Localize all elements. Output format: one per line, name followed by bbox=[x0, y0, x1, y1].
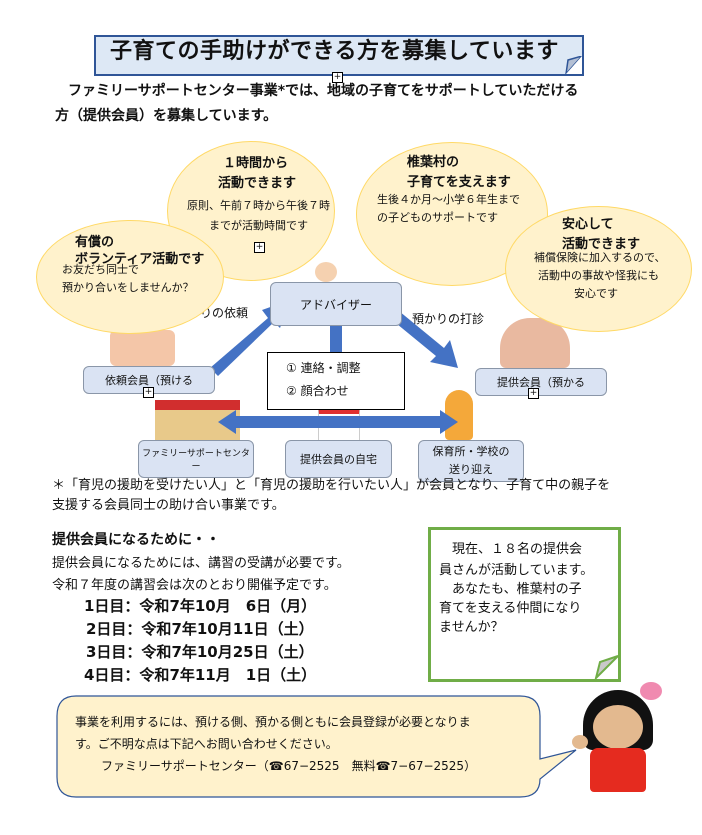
bubble-head-2: 活動できます bbox=[562, 237, 641, 252]
bubble-head-1: １時間から bbox=[223, 156, 289, 171]
center-label: ファミリーサポートセンター bbox=[142, 449, 250, 472]
requirements-heading: 提供会員になるために・・ bbox=[52, 532, 220, 548]
page-title: 子育ての手助けができる方を募集しています bbox=[110, 39, 559, 64]
bubble-body-2: 活動中の事故や怪我にも bbox=[538, 269, 659, 282]
contact-line-1: 事業を利用するには、預ける側、預かる側ともに会員登録が必要となりま bbox=[75, 715, 471, 729]
requirements-line-2: 令和７年度の講習会は次のとおり開催予定です。 bbox=[52, 578, 337, 593]
school-label-2: 送り迎え bbox=[449, 463, 493, 476]
escort-illustration bbox=[445, 390, 473, 440]
elderly-couple-illustration bbox=[500, 318, 570, 368]
session-date-4: 4日目：令和7年11月 1日（土） bbox=[84, 666, 317, 684]
mascot-kimono bbox=[590, 748, 646, 792]
recruit-note: 現在、１８名の提供会 員さんが活動しています。 あなたも、椎葉村の子 育てを支え… bbox=[428, 527, 621, 682]
bubble-body-1: 原則、午前７時から午後７時 bbox=[187, 199, 330, 212]
steps-box: ① 連絡・調整 ② 顔合わせ bbox=[267, 352, 405, 410]
footnote-line-2: 支援する会員同士の助け合い事業です。 bbox=[52, 498, 285, 513]
bubble-body-1: 補償保険に加入するので、 bbox=[534, 251, 666, 264]
anchor-icon: + bbox=[254, 242, 265, 253]
adviser-label: アドバイザー bbox=[299, 297, 372, 312]
session-date-1: 1日目：令和7年10月 6日（月） bbox=[84, 597, 317, 615]
request-label: りの依頼 bbox=[200, 306, 249, 320]
school-label-1: 保育所・学校の bbox=[432, 445, 510, 458]
contact-line-2: す。ご不明な点は下記へお問い合わせください。 bbox=[75, 737, 338, 751]
double-arrow-horizontal bbox=[218, 410, 458, 434]
home-box: 提供会員の自宅 bbox=[285, 440, 392, 478]
anchor-icon: + bbox=[143, 387, 154, 398]
note-line-3: あなたも、椎葉村の子 bbox=[439, 582, 582, 597]
offer-label: 預かりの打診 bbox=[412, 312, 485, 326]
adviser-illustration bbox=[315, 262, 337, 282]
bubble-body-1: お友だち同士で bbox=[62, 263, 139, 276]
school-box: 保育所・学校の送り迎え bbox=[418, 440, 524, 482]
contact-callout-shape bbox=[56, 695, 577, 798]
bubble-safe: 安心して 活動できます 補償保険に加入するので、 活動中の事故や怪我にも 安心で… bbox=[505, 206, 692, 332]
anchor-icon: + bbox=[332, 72, 343, 83]
bubble-body-2: の子どものサポートです bbox=[377, 211, 498, 224]
contact-phone: ファミリーサポートセンター（☎67−2525 無料☎7−67−2525） bbox=[101, 759, 477, 773]
bubble-body-2: 預かり合いをしませんか？ bbox=[62, 281, 194, 294]
folded-corner-icon bbox=[565, 56, 582, 74]
mascot-flower-icon bbox=[640, 682, 662, 700]
mascot-face bbox=[593, 705, 643, 749]
bubble-head-2: 子育てを支えます bbox=[407, 175, 511, 190]
bubble-head-2: 活動できます bbox=[218, 176, 297, 191]
bubble-head-1: 有償の bbox=[75, 235, 115, 250]
home-label: 提供会員の自宅 bbox=[300, 453, 377, 466]
intro-line-2: 方（提供会員）を募集しています。 bbox=[55, 108, 278, 124]
bubble-volunteer: 有償の ボランティア活動です お友だち同士で 預かり合いをしませんか？ bbox=[36, 220, 224, 334]
note-line-4: 育てを支える仲間になり bbox=[439, 601, 582, 616]
adviser-box: アドバイザー bbox=[270, 282, 402, 326]
bubble-head-1: 安心して bbox=[562, 217, 614, 232]
note-line-2: 員さんが活動しています。 bbox=[439, 563, 594, 578]
center-box: ファミリーサポートセンター bbox=[138, 440, 254, 478]
parent-child-illustration bbox=[110, 330, 175, 366]
note-line-1: 現在、１８名の提供会 bbox=[439, 542, 583, 557]
anchor-icon: + bbox=[528, 388, 539, 399]
mascot-hand bbox=[572, 735, 588, 749]
bubble-body-3: 安心です bbox=[574, 287, 618, 300]
bubble-head-1: 椎葉村の bbox=[407, 155, 460, 170]
bubble-body-1: 生後４か月〜小学６年生まで bbox=[377, 193, 520, 206]
bubble-body-2: までが活動時間です bbox=[209, 219, 308, 232]
provider-label: 提供会員（預かる bbox=[497, 376, 585, 389]
intro-line-1: ファミリーサポートセンター事業*では、地域の子育てをサポートしていただける bbox=[68, 83, 579, 99]
step-1: ① 連絡・調整 bbox=[286, 361, 361, 375]
session-date-3: 3日目：令和7年10月25日（土） bbox=[86, 643, 314, 661]
folded-corner-icon bbox=[594, 655, 619, 680]
step-2: ② 顔合わせ bbox=[286, 384, 349, 398]
requester-label: 依頼会員（預ける bbox=[105, 374, 193, 387]
arrow-down-center bbox=[330, 325, 342, 353]
note-line-5: ませんか？ bbox=[439, 620, 504, 635]
requirements-line-1: 提供会員になるためには、講習の受講が必要です。 bbox=[52, 556, 350, 571]
footnote-line-1: ＊「育児の援助を受けたい人」と「育児の援助を行いたい人」が会員となり、子育て中の… bbox=[52, 478, 611, 493]
session-date-2: 2日目：令和7年10月11日（土） bbox=[86, 620, 314, 638]
provider-box: 提供会員（預かる bbox=[475, 368, 607, 396]
bubble-head-2: ボランティア活動です bbox=[75, 252, 205, 267]
